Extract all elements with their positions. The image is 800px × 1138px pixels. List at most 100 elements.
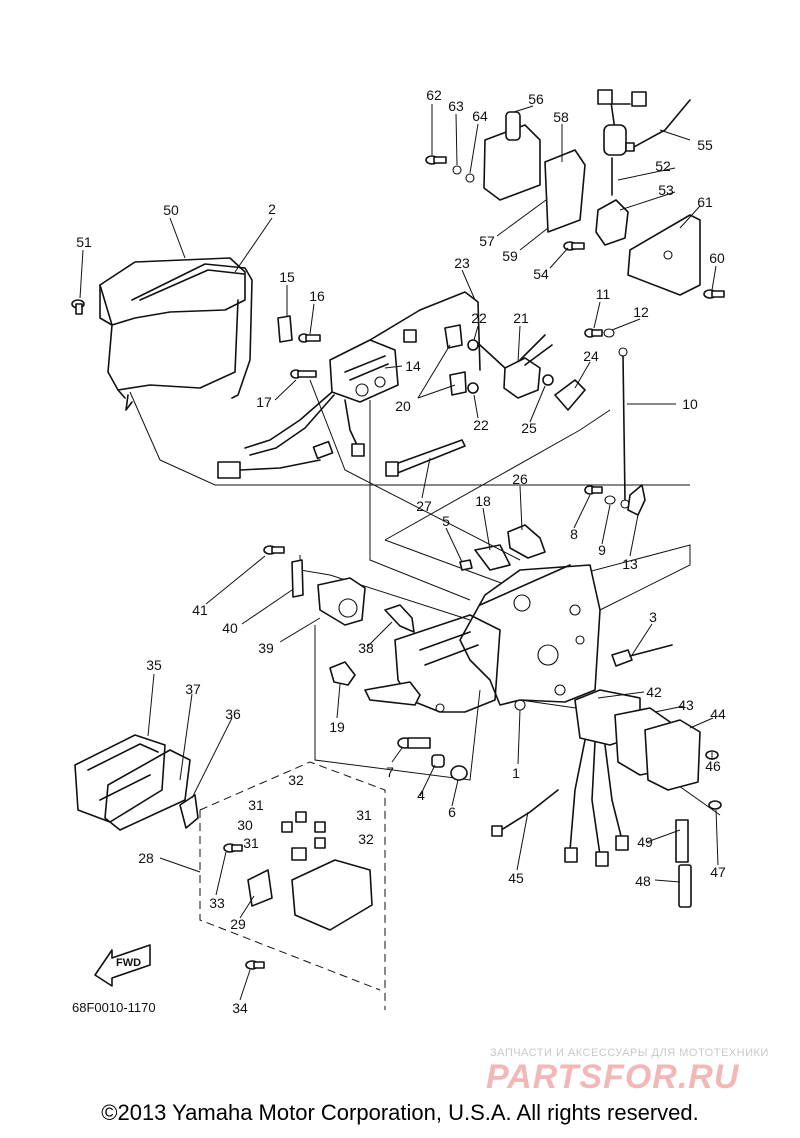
parts-11-12 [584,328,615,338]
copyright-notice: ©2013 Yamaha Motor Corporation, U.S.A. A… [101,1100,699,1125]
callout-13: 13 [622,556,638,572]
fwd-arrow: FWD [94,944,151,987]
callout-36: 36 [225,706,241,722]
callout-39: 39 [258,640,274,656]
callout-32b: 32 [358,831,374,847]
callout-26: 26 [512,471,528,487]
callout-35: 35 [146,657,162,673]
parts-15-16-17 [277,315,321,379]
callout-15: 15 [279,269,295,285]
callout-7: 7 [386,764,394,780]
callout-22b: 22 [473,417,489,433]
callout-20: 20 [395,398,411,414]
callout-29: 29 [230,916,246,932]
callout-45: 45 [508,870,524,886]
callout-40: 40 [222,620,238,636]
part-51-screw [71,299,85,315]
watermark-brand: PARTSFOR.RU [486,1058,740,1096]
callout-49: 49 [637,834,653,850]
parts-52-64 [425,89,725,299]
callout-27: 27 [416,498,432,514]
callout-53: 53 [658,182,674,198]
part-10-rod [618,347,630,509]
part-14-relay [217,291,481,479]
callout-59: 59 [502,248,518,264]
callout-32a: 32 [288,772,304,788]
callout-10: 10 [682,396,698,412]
parts-4-6-7 [397,737,468,781]
parts-5-18-26 [459,524,546,571]
part-1-bracket [394,564,601,713]
callout-34: 34 [232,1000,248,1016]
parts-19-38 [329,604,421,706]
part-50-cover [99,257,246,411]
callout-4: 4 [417,787,425,803]
watermark-tagline: ЗАПЧАСТИ И АКСЕССУАРЫ ДЛЯ МОТОТЕХНИКИ [490,1047,769,1059]
callout-14: 14 [405,358,421,374]
parts-24-25 [554,379,586,411]
callout-57: 57 [479,233,495,249]
callout-44: 44 [710,706,726,722]
part-2-seal [131,263,253,399]
callout-31c: 31 [356,807,372,823]
callout-41: 41 [192,602,208,618]
callout-8: 8 [570,526,578,542]
part-3-bolt [611,644,673,667]
callout-12: 12 [633,304,649,320]
callout-1: 1 [512,765,520,781]
callout-37: 37 [185,681,201,697]
callout-43: 43 [678,697,694,713]
part-27-cable-tie [385,439,466,477]
callout-17: 17 [256,394,272,410]
parts-28-34-group [199,761,386,1010]
callout-9: 9 [598,542,606,558]
callout-56: 56 [528,91,544,107]
fwd-label: FWD [116,957,141,969]
callout-16: 16 [309,288,325,304]
callout-2: 2 [268,201,276,217]
callout-31b: 31 [243,835,259,851]
callout-numbers: 1 2 3 4 5 6 7 8 9 10 11 12 13 14 15 16 1… [76,87,726,1016]
callout-24: 24 [583,348,599,364]
callout-64: 64 [472,108,488,124]
watermark: ЗАПЧАСТИ И АКСЕССУАРЫ ДЛЯ МОТОТЕХНИКИ PA… [486,1047,769,1096]
callout-55: 55 [697,137,713,153]
callout-21: 21 [513,310,529,326]
callout-61: 61 [697,194,713,210]
callout-23: 23 [454,255,470,271]
callout-22: 22 [471,310,487,326]
callout-46: 46 [705,758,721,774]
callout-25: 25 [521,420,537,436]
drawing-code: 68F0010-1170 [72,1000,156,1015]
callout-52: 52 [655,158,671,174]
callout-31a: 31 [248,797,264,813]
callout-leaders [79,104,719,1001]
callout-47: 47 [710,864,726,880]
callout-58: 58 [553,109,569,125]
callout-51: 51 [76,234,92,250]
callout-42: 42 [646,684,662,700]
callout-38: 38 [358,640,374,656]
callout-54: 54 [533,266,549,282]
parts-39-40-41 [263,545,366,626]
callout-30: 30 [237,817,253,833]
callout-18: 18 [475,493,491,509]
callout-33: 33 [209,895,225,911]
callout-28: 28 [138,850,154,866]
parts-20-21-22-23 [444,324,554,399]
part-45-cable-tie [491,789,559,837]
callout-62: 62 [426,87,442,103]
callout-63: 63 [448,98,464,114]
callout-19: 19 [329,719,345,735]
callout-50: 50 [163,202,179,218]
callout-48: 48 [635,873,651,889]
callout-11: 11 [596,286,611,302]
parts-35-36-37 [74,734,199,831]
parts-42-43-44 [564,689,701,867]
callout-6: 6 [448,804,456,820]
callout-5: 5 [442,513,450,529]
parts-8-9-13 [584,484,646,516]
callout-3: 3 [649,609,657,625]
callout-60: 60 [709,250,725,266]
